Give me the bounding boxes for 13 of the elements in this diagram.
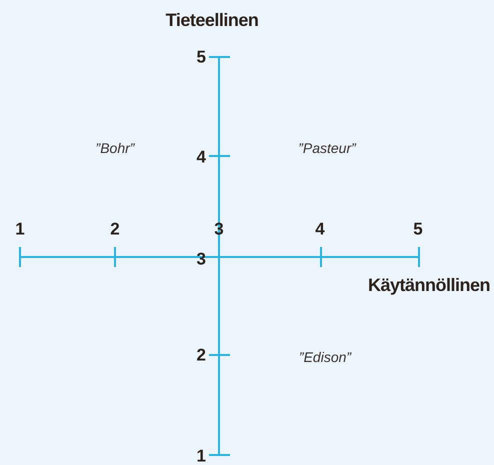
- axis-title: Tieteellinen: [166, 11, 258, 29]
- tick-label: 5: [413, 220, 423, 238]
- quadrant-label: ”Bohr”: [96, 141, 134, 155]
- tick-label: 2: [110, 220, 120, 238]
- tick-label: 4: [315, 220, 325, 238]
- tick-label: 1: [196, 448, 206, 464]
- tick-label: 2: [196, 346, 206, 364]
- tick-label: 1: [15, 220, 25, 238]
- tick-label: 5: [196, 48, 206, 66]
- axis-title: Käytännöllinen: [368, 276, 490, 294]
- tick-label: 4: [196, 148, 206, 166]
- quadrant-label: ”Edison”: [298, 350, 352, 364]
- quadrant-label: ”Pasteur”: [298, 141, 356, 155]
